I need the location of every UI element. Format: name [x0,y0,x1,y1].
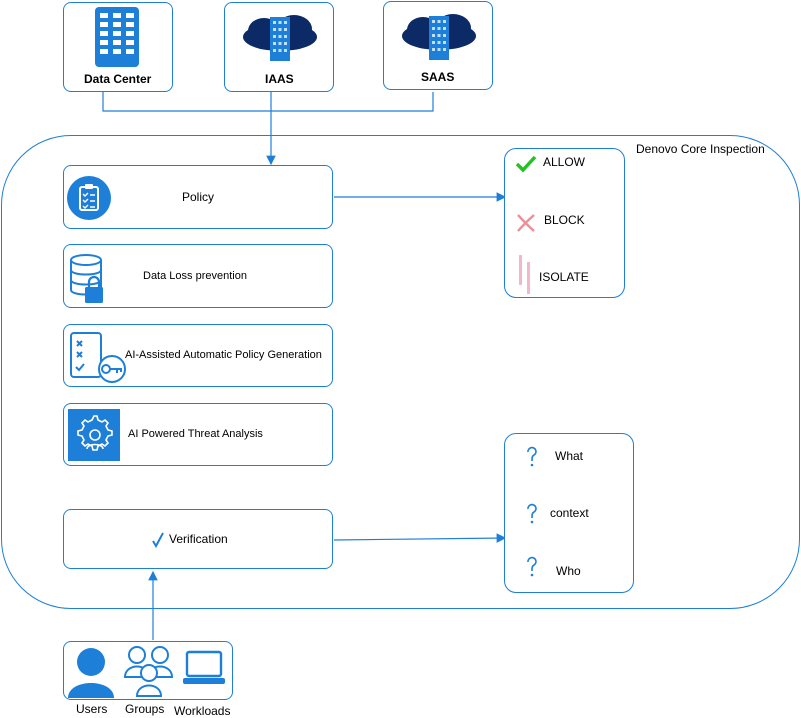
workloads-label: Workloads [174,704,231,718]
verification-box[interactable]: Verification [63,509,333,569]
actions-box: ALLOW BLOCK ISOLATE [504,148,625,298]
allow-label[interactable]: ALLOW [543,155,586,169]
group-icon [123,646,174,697]
isolate-bars-icon [519,255,530,294]
questions-box: What context Who [504,433,634,593]
policy-label: Policy [182,190,215,204]
checklist-key-icon [70,332,126,383]
data-center-label: Data Center [84,72,152,86]
iaas-label: IAAS [265,72,294,86]
isolate-label[interactable]: ISOLATE [539,270,589,284]
verification-label: Verification [169,532,228,546]
what-label: What [555,449,584,463]
saas-label: SAAS [421,70,455,84]
core-title: Denovo Core Inspection [636,142,765,156]
database-lock-icon [70,254,103,303]
block-label[interactable]: BLOCK [544,213,585,227]
clipboard-checklist-icon [67,176,111,220]
user-icon [68,648,114,698]
connector-datacenter [102,92,434,112]
dlp-label: Data Loss prevention [143,270,247,282]
who-label: Who [556,564,581,578]
cloud-building-icon [402,14,476,60]
question-icon [527,446,537,467]
checkmark-icon [152,532,164,548]
question-icon [527,556,537,577]
users-label: Users [76,702,108,716]
laptop-icon [183,650,225,684]
threat-label: AI Powered Threat Analysis [128,428,263,440]
policy-box[interactable]: Policy [63,165,333,229]
ai-policy-box[interactable]: AI-Assisted Automatic Policy Generation [63,324,333,387]
context-label: context [550,506,589,520]
close-icon [517,214,535,232]
entities-box [63,641,233,700]
connector-verification-questions [333,533,507,543]
iaas-box[interactable]: IAAS [224,2,334,92]
dlp-box[interactable]: Data Loss prevention [63,244,333,308]
checkmark-icon [515,155,537,173]
data-center-box[interactable]: Data Center [63,2,173,92]
ai-policy-label: AI-Assisted Automatic Policy Generation [125,349,322,361]
groups-label: Groups [125,702,165,716]
saas-box[interactable]: SAAS [383,1,493,90]
question-icon [527,503,537,524]
threat-box[interactable]: AI Powered Threat Analysis [63,403,333,466]
cloud-building-icon [243,15,317,61]
ai-gear-user-icon [68,409,120,461]
denovo-core-container [1,135,800,609]
data-center-icon [95,7,139,67]
